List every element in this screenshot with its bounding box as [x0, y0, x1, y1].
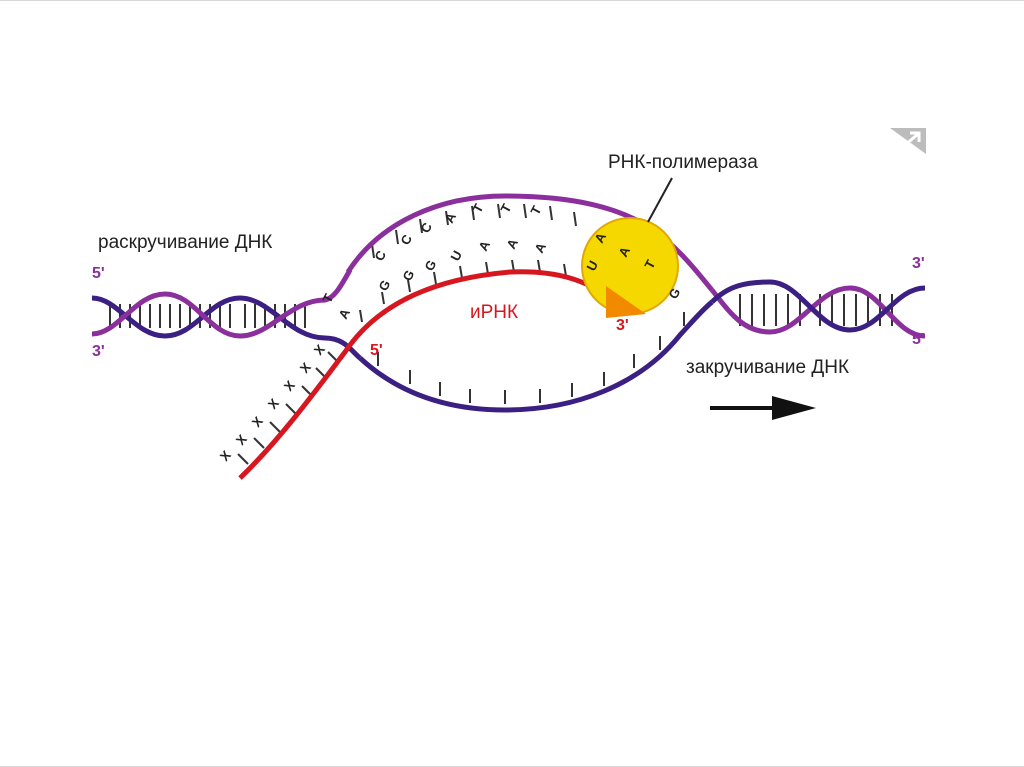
base-tick [286, 404, 296, 414]
right-top-end-label: 3' [912, 255, 925, 272]
rewinding-label: закручивание ДНК [686, 357, 849, 378]
right-bottom-end-label: 5' [912, 331, 925, 348]
mrna-base: G [399, 267, 417, 283]
released-base: X [311, 341, 328, 358]
template-strand-bubble [360, 302, 712, 410]
released-mrna-ticks [238, 352, 338, 464]
left-top-end-label: 5' [92, 265, 105, 282]
mrna-label: иРНК [470, 302, 518, 323]
base-tick [360, 310, 362, 322]
base-tick [550, 206, 552, 220]
base-tick [238, 454, 248, 464]
mrna-base: G [421, 257, 439, 273]
mrna-base: A [531, 240, 549, 256]
polymerase-pointer-line [648, 178, 672, 222]
mrna-base: A [335, 306, 353, 322]
template-base: T [469, 201, 486, 215]
mrna-strand [240, 272, 612, 478]
released-base: X [233, 431, 250, 448]
released-base: X [297, 359, 314, 376]
coding-strand-bases: G [665, 285, 683, 301]
collapse-arrow-icon [882, 124, 928, 156]
left-bottom-end-label: 3' [92, 343, 105, 360]
base-tick [524, 204, 526, 218]
base-tick [254, 438, 264, 448]
mrna-base: G [375, 277, 393, 293]
polymerase-label: РНК-полимераза [608, 152, 758, 173]
template-base: T [527, 203, 544, 217]
mrna-base: A [475, 238, 493, 254]
mrna-base: A [503, 236, 521, 252]
coding-base: G [665, 285, 683, 301]
template-strand-ticks [378, 312, 684, 404]
base-tick [574, 212, 576, 226]
mrna-base: U [447, 248, 465, 263]
mrna-3-end-label: 3' [616, 317, 629, 334]
base-tick [396, 230, 398, 244]
template-base: A [441, 210, 459, 226]
base-tick [382, 292, 384, 304]
template-base: C [397, 232, 415, 248]
arrow-right-icon [710, 396, 816, 420]
released-base: X [265, 395, 282, 412]
mrna-5-end-label: 5' [370, 342, 383, 359]
base-tick [270, 422, 280, 432]
template-base: C [371, 248, 389, 264]
collapse-button[interactable] [882, 124, 928, 156]
template-base: C [417, 220, 435, 236]
released-base: X [281, 377, 298, 394]
released-base: X [249, 413, 266, 430]
mrna-ticks [360, 260, 566, 322]
released-base: X [217, 447, 234, 464]
base-tick [460, 266, 462, 278]
unwinding-label: раскручивание ДНК [98, 232, 272, 253]
